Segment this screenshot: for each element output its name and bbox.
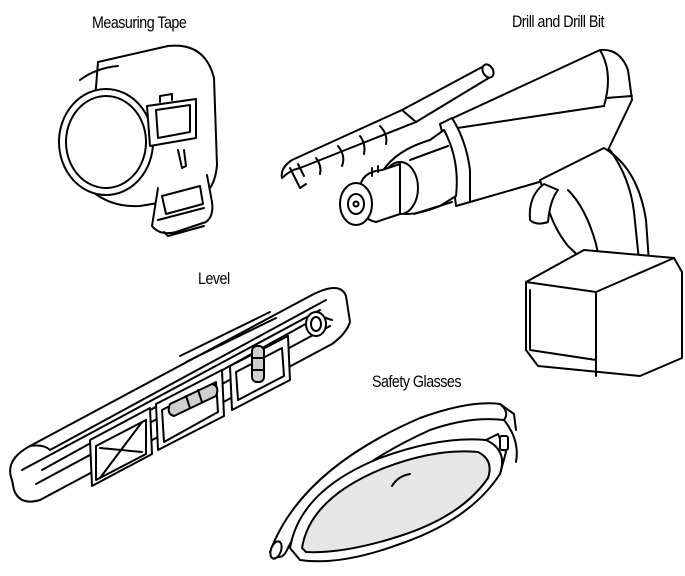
safety-glasses-icon: [268, 403, 517, 561]
level-label: Level: [198, 269, 230, 288]
safety-glasses-label: Safety Glasses: [372, 372, 461, 391]
drill-bit-icon: [282, 62, 496, 188]
drill-icon: [340, 50, 682, 376]
level-icon: [10, 288, 350, 502]
drill-label: Drill and Drill Bit: [512, 12, 604, 31]
measuring-tape-label: Measuring Tape: [92, 13, 187, 32]
measuring-tape-icon: [59, 46, 217, 236]
